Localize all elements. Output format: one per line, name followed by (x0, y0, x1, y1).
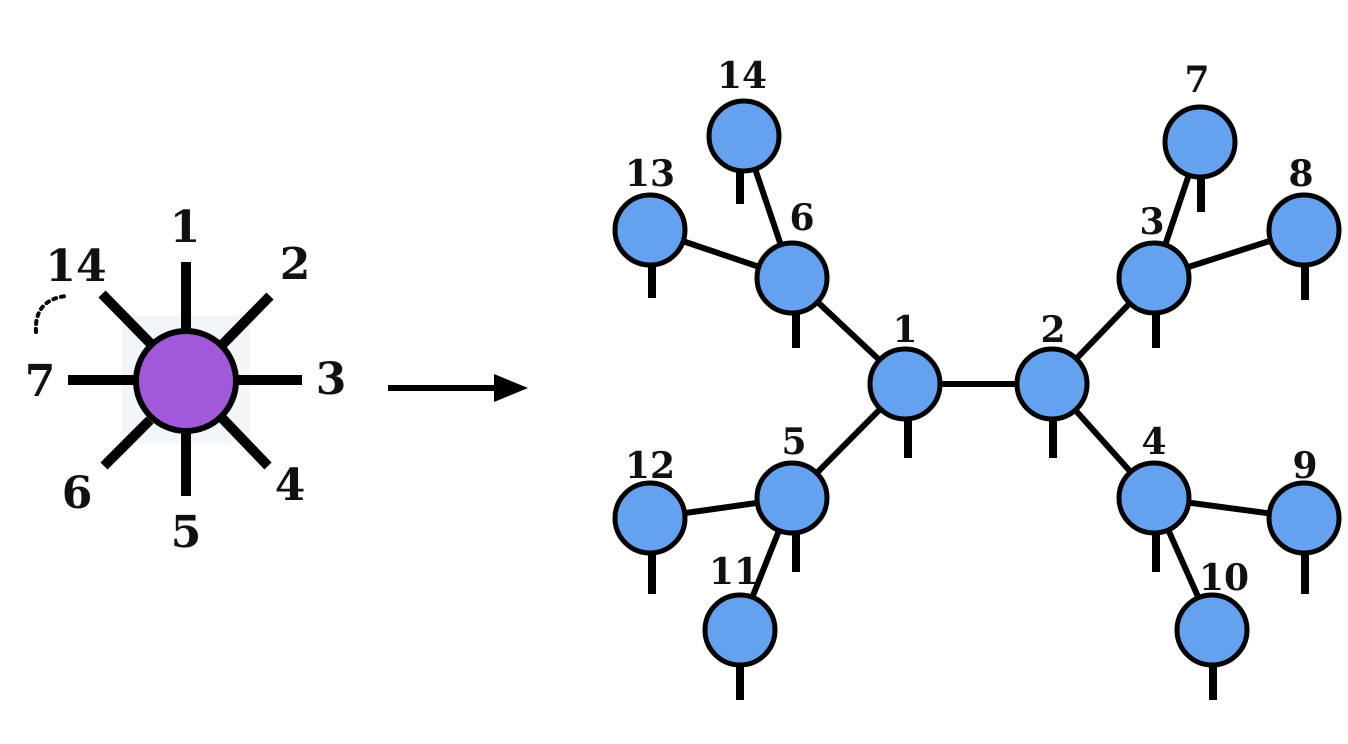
node-13 (612, 192, 688, 268)
node-3 (1116, 240, 1192, 316)
node-label-10: 10 (1199, 557, 1249, 599)
leg-label-1: 1 (170, 202, 201, 253)
leg-label-3: 3 (316, 354, 347, 405)
node-label-3: 3 (1139, 201, 1164, 243)
node-label-12: 12 (625, 445, 675, 487)
tree-network: 1 2 3 4 5 6 7 8 9 10 11 12 13 14 (612, 55, 1342, 700)
tensor-core (133, 328, 239, 434)
left-tensor: 1 2 3 4 5 6 7 14 (25, 202, 347, 558)
node-label-4: 4 (1141, 421, 1166, 463)
node-label-5: 5 (781, 421, 806, 463)
node-7 (1162, 104, 1238, 180)
leg-label-5: 5 (171, 507, 202, 558)
node-10 (1174, 592, 1250, 668)
leg-14 (98, 290, 154, 347)
omitted-legs-arc (33, 294, 68, 334)
leg-label-14: 14 (45, 241, 106, 292)
leg-label-4: 4 (275, 460, 306, 511)
node-5 (754, 460, 830, 536)
node-6 (754, 240, 830, 316)
node-label-1: 1 (892, 309, 917, 351)
node-label-11: 11 (709, 551, 759, 593)
node-label-9: 9 (1292, 445, 1317, 487)
node-label-13: 13 (625, 153, 675, 195)
node-2 (1014, 346, 1090, 422)
node-9 (1266, 480, 1342, 556)
node-label-7: 7 (1184, 59, 1209, 101)
node-12 (612, 480, 688, 556)
leg-label-7: 7 (25, 356, 56, 407)
node-label-8: 8 (1288, 153, 1313, 195)
transform-arrow (388, 374, 528, 402)
node-11 (702, 592, 778, 668)
node-label-6: 6 (789, 197, 814, 239)
tree-nodes (612, 98, 1342, 668)
node-labels: 1 2 3 4 5 6 7 8 9 10 11 12 13 14 (625, 55, 1318, 599)
node-8 (1266, 192, 1342, 268)
node-label-14: 14 (717, 55, 767, 97)
node-label-2: 2 (1040, 309, 1065, 351)
node-4 (1116, 460, 1192, 536)
leg-label-2: 2 (280, 239, 311, 290)
leg-6 (100, 416, 154, 470)
tensor-legs (68, 262, 302, 496)
leg-label-6: 6 (62, 468, 93, 519)
node-1 (867, 346, 943, 422)
leg-2 (218, 292, 274, 349)
leg-4 (218, 414, 272, 470)
node-14 (706, 98, 782, 174)
